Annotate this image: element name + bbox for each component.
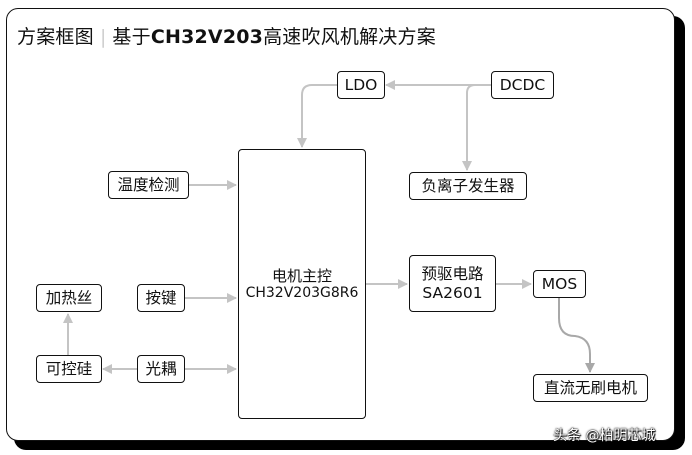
node-heater: 加热丝: [36, 284, 102, 312]
node-temperature-sense: 温度检测: [108, 171, 189, 199]
diagram-title: 方案框图|基于CH32V203高速吹风机解决方案: [17, 22, 436, 49]
node-key: 按键: [137, 284, 185, 312]
node-ldo: LDO: [337, 71, 385, 99]
node-anion-label: 负离子发生器: [421, 176, 515, 195]
node-dcdc: DCDC: [491, 71, 554, 99]
title-prefix: 方案框图: [17, 26, 94, 48]
predriver-part-number: SA2601: [422, 283, 483, 302]
node-optocoupler-label: 光耦: [145, 359, 177, 378]
node-predriver: 预驱电路 SA2601: [409, 255, 496, 312]
node-dcdc-label: DCDC: [499, 75, 546, 94]
node-key-label: 按键: [145, 288, 177, 307]
edge-ldo-mcu: [297, 84, 337, 148]
node-bldc-motor: 直流无刷电机: [533, 374, 648, 402]
node-ldo-label: LDO: [344, 75, 378, 94]
title-separator: |: [99, 26, 107, 48]
node-mos-label: MOS: [541, 274, 578, 293]
node-heater-label: 加热丝: [45, 288, 93, 307]
mcu-title: 电机主控: [271, 266, 332, 285]
node-scr: 可控硅: [36, 355, 102, 383]
edge-mos-motor: [558, 298, 595, 373]
node-motor-label: 直流无刷电机: [543, 378, 637, 397]
mcu-part-number: CH32V203G8R6: [245, 284, 359, 301]
title-chip: CH32V203: [150, 26, 264, 48]
title-suffix: 高速吹风机解决方案: [263, 26, 436, 48]
predriver-title: 预驱电路: [421, 264, 484, 283]
watermark: 头条 @柏明芯城: [553, 428, 656, 444]
node-scr-label: 可控硅: [45, 359, 93, 378]
node-mcu: 电机主控 CH32V203G8R6: [238, 149, 366, 419]
edge-dcdc-anion: [462, 84, 476, 171]
node-temp-label: 温度检测: [117, 175, 180, 194]
node-optocoupler: 光耦: [137, 355, 185, 383]
node-anion-generator: 负离子发生器: [409, 172, 527, 200]
node-mos: MOS: [533, 270, 586, 298]
title-lead: 基于: [112, 26, 151, 48]
